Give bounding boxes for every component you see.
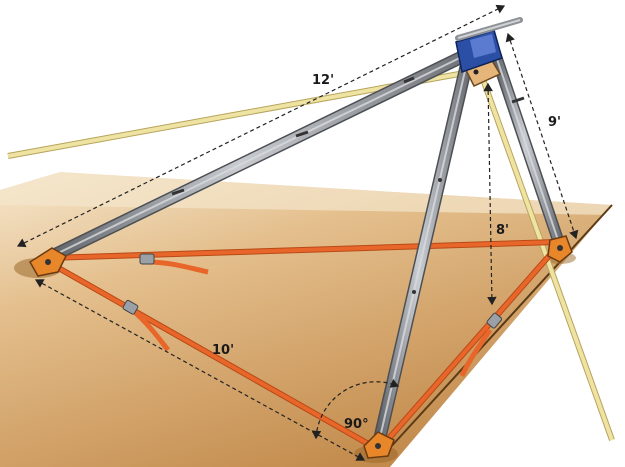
label-base-span: 10' — [212, 343, 234, 358]
strap-front-to-right — [381, 246, 559, 446]
dimension-inner-height — [483, 82, 497, 306]
dimension-base-span — [34, 279, 366, 461]
dimension-base-angle-arc — [311, 378, 400, 440]
strap-buckle-icon — [139, 253, 155, 265]
strap-buckle-icon — [486, 312, 503, 329]
foot-right — [547, 235, 573, 263]
dimension-right-leg-height — [505, 32, 579, 240]
foot-left — [28, 247, 67, 277]
strap-tail-3 — [459, 328, 493, 378]
ground-edge — [387, 204, 613, 451]
label-base-angle: 90° — [344, 417, 369, 432]
label-leg-length: 12' — [312, 73, 334, 88]
label-right-leg-height: 9' — [548, 115, 561, 130]
ground-edge-shadow — [390, 205, 625, 467]
label-inner-height: 8' — [496, 223, 509, 238]
dimension-leg-length — [16, 4, 506, 248]
